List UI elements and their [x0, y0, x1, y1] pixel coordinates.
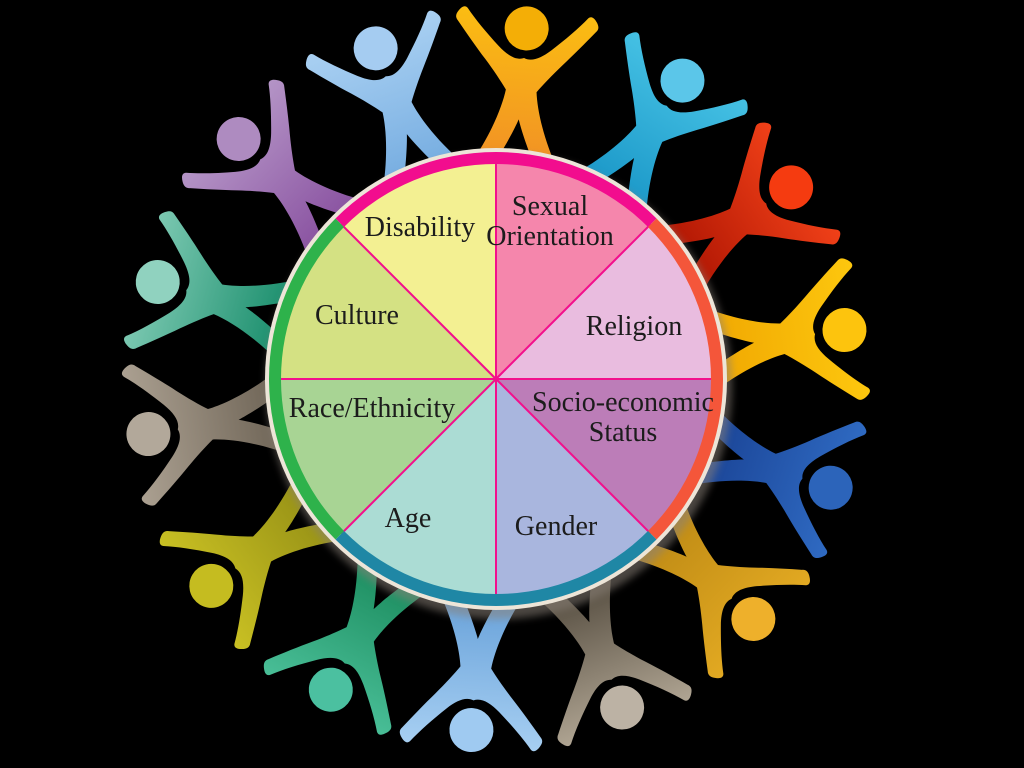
- figure-person-olive: [159, 464, 356, 650]
- person-sea-green-head: [135, 260, 180, 305]
- figure-person-yellow: [687, 258, 870, 400]
- figure-person-gray: [121, 364, 306, 506]
- figure-person-sky-blue: [305, 10, 467, 204]
- person-taupe-head: [600, 685, 645, 730]
- wheel: [265, 148, 732, 619]
- person-olive-head: [189, 563, 234, 608]
- ring-right: [648, 218, 723, 540]
- people-figures: [121, 6, 870, 753]
- person-yellow-body: [687, 258, 870, 400]
- figure-person-green: [263, 538, 438, 735]
- person-yellow-head: [822, 308, 867, 353]
- person-olive-body: [159, 464, 356, 650]
- ring-top: [335, 152, 657, 227]
- figure-person-purple: [182, 79, 376, 271]
- person-gray-head: [126, 412, 171, 457]
- person-amber-body: [616, 487, 810, 679]
- person-green-body: [263, 538, 438, 735]
- person-cyan-body: [568, 32, 748, 229]
- person-sky-blue-head: [353, 26, 398, 71]
- person-amber-head: [731, 596, 776, 641]
- ring-bottom: [335, 531, 657, 606]
- person-red-body: [643, 122, 841, 304]
- figure-person-cyan: [568, 32, 748, 229]
- person-taupe-body: [528, 552, 692, 747]
- person-purple-body: [182, 79, 376, 271]
- person-cyan-head: [660, 58, 705, 103]
- ring-left: [269, 218, 344, 540]
- figure-person-amber: [616, 487, 810, 679]
- person-light-blue-head: [449, 708, 494, 753]
- person-sea-green-body: [124, 211, 315, 365]
- person-purple-head: [216, 117, 261, 162]
- figure-person-red: [643, 122, 841, 304]
- person-sky-blue-body: [305, 10, 467, 204]
- person-gray-body: [121, 364, 306, 506]
- person-royal-blue-head: [808, 465, 853, 510]
- figure-person-orange: [456, 6, 599, 185]
- person-green-head: [308, 667, 353, 712]
- person-orange-head: [504, 6, 549, 51]
- person-red-head: [769, 165, 814, 210]
- person-orange-body: [456, 6, 599, 185]
- figure-person-taupe: [528, 552, 692, 747]
- figure-person-sea-green: [124, 211, 315, 365]
